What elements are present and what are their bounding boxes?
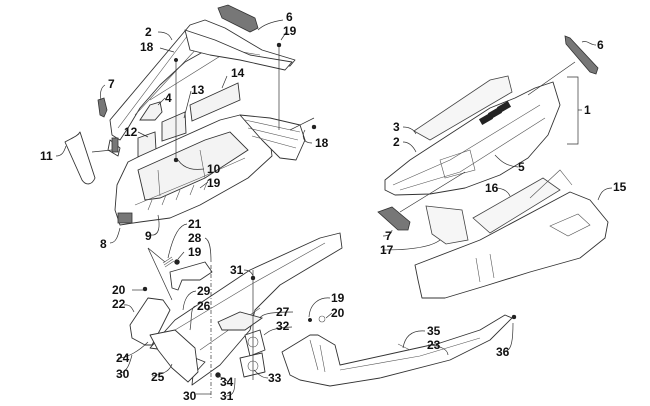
callout-25: 25 [151, 370, 165, 384]
callout-20-right: 20 [331, 306, 345, 320]
vent-8 [117, 212, 133, 224]
callout-32: 32 [276, 319, 290, 333]
callout-7-right: 7 [385, 229, 392, 243]
callout-5: 5 [518, 160, 525, 174]
callout-30-left: 30 [116, 367, 130, 381]
callout-31-bottom: 31 [220, 389, 234, 403]
callout-19-low: 19 [188, 245, 202, 259]
callout-33: 33 [268, 371, 282, 385]
hood-console [184, 29, 293, 71]
side-vent-right [377, 206, 411, 231]
foam-pad-17 [425, 205, 469, 245]
cover-11 [64, 131, 96, 185]
callout-35: 35 [427, 324, 441, 338]
callout-23: 23 [427, 338, 441, 352]
callout-30-bottom: 30 [183, 389, 197, 403]
vent-grille-top [217, 4, 259, 33]
side-vent-left [97, 97, 108, 118]
callout-19-mid: 19 [207, 176, 221, 190]
decal-13 [161, 111, 187, 142]
callout-24: 24 [116, 351, 130, 365]
callout-12: 12 [124, 125, 138, 139]
callout-19-top: 19 [283, 24, 297, 38]
hinge-part [111, 137, 119, 153]
callout-18-top: 18 [140, 40, 154, 54]
belly-pan-15 [414, 191, 609, 299]
callout-26: 26 [197, 299, 211, 313]
belly-pan-frame [149, 232, 343, 386]
callout-9: 9 [145, 229, 152, 243]
callout-29: 29 [197, 284, 211, 298]
callout-6-top: 6 [286, 10, 293, 24]
foam-16 [472, 177, 561, 234]
callout-10: 10 [207, 162, 221, 176]
callout-19-right: 19 [331, 291, 345, 305]
callout-20-left: 20 [112, 283, 126, 297]
callout-31-top: 31 [230, 263, 244, 277]
callout-1: 1 [584, 103, 591, 117]
decal-14 [189, 82, 241, 122]
decal-4 [139, 101, 163, 121]
callout-34: 34 [220, 375, 234, 389]
gasket-32 [244, 329, 266, 357]
callout-27: 27 [276, 305, 290, 319]
belly-pan-23 [281, 314, 513, 387]
callout-8: 8 [100, 237, 107, 251]
callout-16: 16 [485, 181, 499, 195]
plate-27 [217, 311, 264, 331]
callout-21: 21 [188, 217, 202, 231]
callout-2-right: 2 [393, 135, 400, 149]
hood-assembly-right [384, 81, 561, 196]
callout-7-left: 7 [108, 77, 115, 91]
bracket-22 [129, 297, 171, 346]
callout-6-right: 6 [597, 38, 604, 52]
stripe-decal-3 [496, 101, 512, 113]
plate-28 [169, 261, 213, 291]
callout-11: 11 [40, 149, 53, 163]
callout-13: 13 [191, 83, 205, 97]
vent-grille-right [564, 35, 599, 75]
callout-17: 17 [380, 243, 394, 257]
foam-3 [413, 75, 513, 141]
callout-3: 3 [393, 120, 400, 134]
bracket-25 [149, 329, 199, 383]
callout-18-right: 18 [315, 136, 329, 150]
callout-14: 14 [231, 66, 245, 80]
callout-2-top: 2 [145, 25, 152, 39]
callout-4: 4 [165, 91, 172, 105]
gasket-33 [239, 352, 266, 378]
hood-side-rail [239, 114, 306, 161]
callout-15: 15 [613, 180, 627, 194]
callout-36: 36 [496, 345, 510, 359]
callout-22: 22 [112, 297, 126, 311]
callout-28: 28 [188, 231, 202, 245]
